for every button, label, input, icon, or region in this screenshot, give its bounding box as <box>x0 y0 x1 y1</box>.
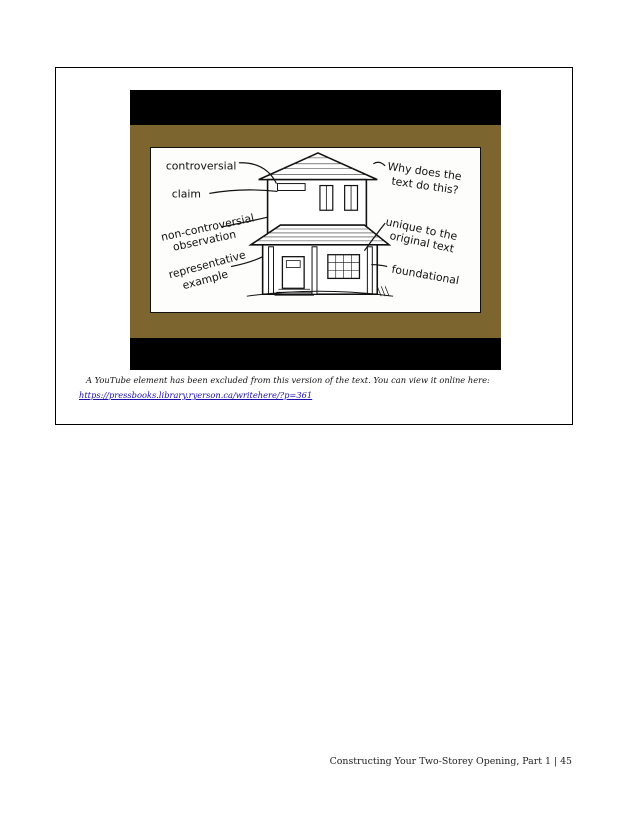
label-claim: claim <box>172 187 201 200</box>
page-footer-running-title: Constructing Your Two-Storey Opening, Pa… <box>329 756 572 767</box>
label-foundational: foundational <box>391 263 460 288</box>
youtube-video-placeholder[interactable]: controversial claim non-controversial ob… <box>130 90 501 370</box>
video-online-link[interactable]: https://pressbooks.library.ryerson.ca/wr… <box>79 390 313 400</box>
house-sketch-image: controversial claim non-controversial ob… <box>150 147 481 313</box>
media-frame: controversial claim non-controversial ob… <box>55 67 573 425</box>
video-thumbnail[interactable]: controversial claim non-controversial ob… <box>130 125 501 338</box>
excluded-media-note: A YouTube element has been excluded from… <box>86 375 490 385</box>
label-controversial: controversial <box>166 160 237 173</box>
house-drawing: controversial claim non-controversial ob… <box>160 152 463 297</box>
